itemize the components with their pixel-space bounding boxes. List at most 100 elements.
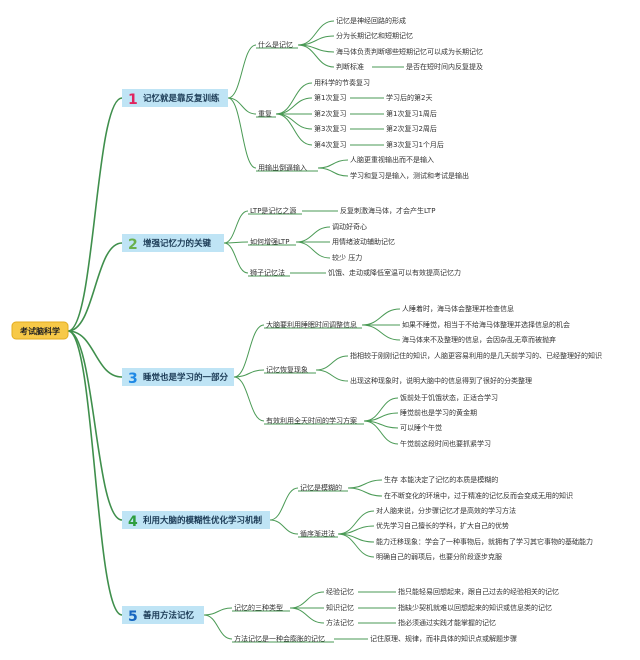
c bbox=[317, 167, 349, 177]
c bbox=[227, 97, 257, 169]
node-discard-info[interactable]: 海马体来不及整理的信息，会因杂乱无章而被抛弃 bbox=[402, 335, 556, 344]
c bbox=[233, 369, 265, 378]
node-review-4[interactable]: 第4次复习 bbox=[314, 140, 346, 149]
c bbox=[289, 591, 325, 609]
branch-5-number: 5 bbox=[128, 609, 138, 625]
node-expanding[interactable]: 方法记忆是一种会膨胀的记忆 bbox=[234, 634, 325, 643]
node-emotion[interactable]: 用情绪波动辅助记忆 bbox=[332, 237, 395, 246]
node-recovery[interactable]: 记忆恢复现象 bbox=[266, 365, 308, 374]
node-sleep-check[interactable]: 人睡着时，海马体会整理并检查信息 bbox=[402, 304, 514, 313]
node-principle[interactable]: 记住原理、规律，而非具体的知识点或解题步骤 bbox=[370, 634, 517, 643]
node-memory-fuzzy[interactable]: 记忆是模糊的 bbox=[300, 483, 342, 492]
c bbox=[275, 97, 313, 115]
node-method[interactable]: 方法记忆 bbox=[326, 618, 354, 627]
node-hunger-walk[interactable]: 饥饿、走动或降低室温可以有效提高记忆力 bbox=[328, 268, 461, 277]
node-nap[interactable]: 可以睡个午觉 bbox=[400, 423, 442, 432]
c bbox=[361, 308, 401, 326]
node-curiosity[interactable]: 调动好奇心 bbox=[332, 222, 367, 231]
c bbox=[363, 420, 399, 445]
node-all-day-plan[interactable]: 有效利用全天时间的学习方案 bbox=[266, 416, 357, 425]
branch-4-number: 4 bbox=[128, 514, 138, 530]
branch-3-number: 3 bbox=[128, 371, 138, 387]
c bbox=[275, 113, 313, 146]
node-ability-transfer[interactable]: 能力迁移现象：学会了一种事物后，就拥有了学习其它事物的基础能力 bbox=[376, 537, 593, 546]
node-study-test[interactable]: 学习和复习是输入，测试和考试是输出 bbox=[350, 171, 469, 180]
c bbox=[223, 241, 249, 244]
node-review-2-time[interactable]: 第1次复习1周后 bbox=[386, 109, 437, 118]
node-lion-method[interactable]: 狮子记忆法 bbox=[250, 268, 285, 277]
node-enhance-ltp[interactable]: 如何增强LTP bbox=[250, 237, 289, 246]
branch-5-title: 善用方法记忆 bbox=[143, 610, 195, 621]
node-repeat[interactable]: 重复 bbox=[258, 109, 272, 118]
c bbox=[233, 376, 265, 422]
node-review-1[interactable]: 第1次复习 bbox=[314, 93, 346, 102]
branch-1-title: 记忆就是靠反复训练 bbox=[143, 93, 220, 104]
c bbox=[295, 241, 331, 259]
node-judge-standard[interactable]: 判断标准 bbox=[336, 62, 364, 71]
node-experience-desc[interactable]: 指只能轻易回想起来，跟自己过去的经验相关的记忆 bbox=[398, 587, 559, 596]
node-experience[interactable]: 经验记忆 bbox=[326, 587, 354, 596]
node-survival[interactable]: 生存 本能决定了记忆的本质是模糊的 bbox=[384, 475, 498, 484]
node-before-sleep[interactable]: 睡觉前也是学习的黄金期 bbox=[400, 408, 477, 417]
node-strong-subject[interactable]: 优先学习自己擅长的学科，扩大自己的优势 bbox=[376, 521, 509, 530]
root-connector-5 bbox=[67, 330, 123, 616]
root-label: 考试脑科学 bbox=[20, 326, 60, 336]
node-review-4-time[interactable]: 第3次复习1个月后 bbox=[386, 140, 444, 149]
c bbox=[269, 487, 299, 521]
node-step-memory[interactable]: 对人脑来说，分步骤记忆才是高效的学习方法 bbox=[376, 506, 516, 515]
branch-1-number: 1 bbox=[128, 92, 138, 108]
node-recovery-desc-b[interactable]: 出现这种现象时，说明大脑中的信息得到了很好的分类整理 bbox=[350, 376, 532, 385]
node-no-sleep[interactable]: 如果不睡觉，相当于不给海马体整理并选择信息的机会 bbox=[402, 320, 570, 329]
node-memory-circuit[interactable]: 记忆是神经回路的形成 bbox=[336, 16, 406, 25]
node-three-types[interactable]: 记忆的三种类型 bbox=[234, 603, 283, 612]
c bbox=[315, 369, 349, 382]
node-brain-output[interactable]: 人脑更重视输出而不是输入 bbox=[350, 155, 434, 164]
node-knowledge-desc[interactable]: 指缺少契机就难以回想起来的知识或信息类的记忆 bbox=[398, 603, 552, 612]
node-less-stress[interactable]: 较少 压力 bbox=[332, 253, 362, 262]
node-scientific-rhythm[interactable]: 用科学的节奏复习 bbox=[314, 78, 370, 87]
node-before-meal[interactable]: 饭前处于饥饿状态，正适合学习 bbox=[400, 393, 498, 402]
node-method-desc[interactable]: 指必须通过实践才能掌握的记忆 bbox=[398, 618, 496, 627]
c bbox=[203, 614, 233, 640]
node-output-input[interactable]: 用输出倒逼输入 bbox=[258, 163, 307, 172]
node-sleep-adjust[interactable]: 大脑要利用睡眠时间调整信息 bbox=[266, 320, 357, 329]
node-hippocampus-judge[interactable]: 海马体负责判断哪些短期记忆可以成为长期记忆 bbox=[336, 47, 483, 56]
c bbox=[203, 607, 233, 616]
node-precise-useless[interactable]: 在不断变化的环境中，过于精准的记忆反而会变成无用的知识 bbox=[384, 491, 573, 500]
node-repeat-in-short-time[interactable]: 是否在短时间内反复提及 bbox=[406, 62, 483, 71]
node-ltp-stimulate[interactable]: 反复刺激海马体，才会产生LTP bbox=[340, 206, 435, 215]
branch-2[interactable]: 2 增强记忆力的关键 bbox=[122, 234, 224, 253]
c bbox=[347, 487, 383, 497]
node-review-3[interactable]: 第3次复习 bbox=[314, 124, 346, 133]
c bbox=[315, 355, 349, 371]
node-ltp-source[interactable]: LTP是记忆之源 bbox=[250, 206, 296, 215]
node-review-1-time[interactable]: 学习后的第2天 bbox=[386, 93, 432, 102]
c bbox=[297, 20, 335, 46]
c bbox=[361, 324, 401, 341]
branch-4[interactable]: 4 利用大脑的模糊性优化学习机制 bbox=[122, 511, 270, 530]
root-connector-4 bbox=[67, 330, 123, 521]
node-weakness[interactable]: 明确自己的弱项后，也要分阶段逐步克服 bbox=[376, 552, 502, 561]
root-node[interactable]: 考试脑科学 bbox=[11, 321, 69, 340]
c bbox=[297, 44, 335, 68]
branch-1[interactable]: 1 记忆就是靠反复训练 bbox=[122, 89, 228, 108]
c bbox=[275, 113, 313, 130]
node-recovery-desc-a[interactable]: 指相较于刚刚记住的知识，人脑更容易利用的是几天前学习的、已经整理好的知识 bbox=[350, 351, 602, 360]
node-review-3-time[interactable]: 第2次复习2周后 bbox=[386, 124, 437, 133]
node-long-short-memory[interactable]: 分为长期记忆和短期记忆 bbox=[336, 31, 413, 40]
c bbox=[233, 324, 265, 378]
root-connector-2 bbox=[67, 242, 123, 332]
node-before-nap[interactable]: 午觉前这段时间也要抓紧学习 bbox=[400, 439, 491, 448]
node-knowledge[interactable]: 知识记忆 bbox=[326, 603, 354, 612]
branch-3[interactable]: 3 睡觉也是学习的一部分 bbox=[122, 368, 234, 387]
c bbox=[347, 479, 383, 489]
root-connector-1 bbox=[67, 97, 123, 332]
branch-5[interactable]: 5 善用方法记忆 bbox=[122, 606, 204, 625]
node-review-2[interactable]: 第2次复习 bbox=[314, 109, 346, 118]
branch-4-title: 利用大脑的模糊性优化学习机制 bbox=[142, 515, 263, 526]
node-what-is-memory[interactable]: 什么是记忆 bbox=[258, 40, 293, 49]
c bbox=[269, 519, 299, 535]
node-step-by-step[interactable]: 循序渐进法 bbox=[300, 529, 335, 538]
c bbox=[223, 210, 249, 244]
